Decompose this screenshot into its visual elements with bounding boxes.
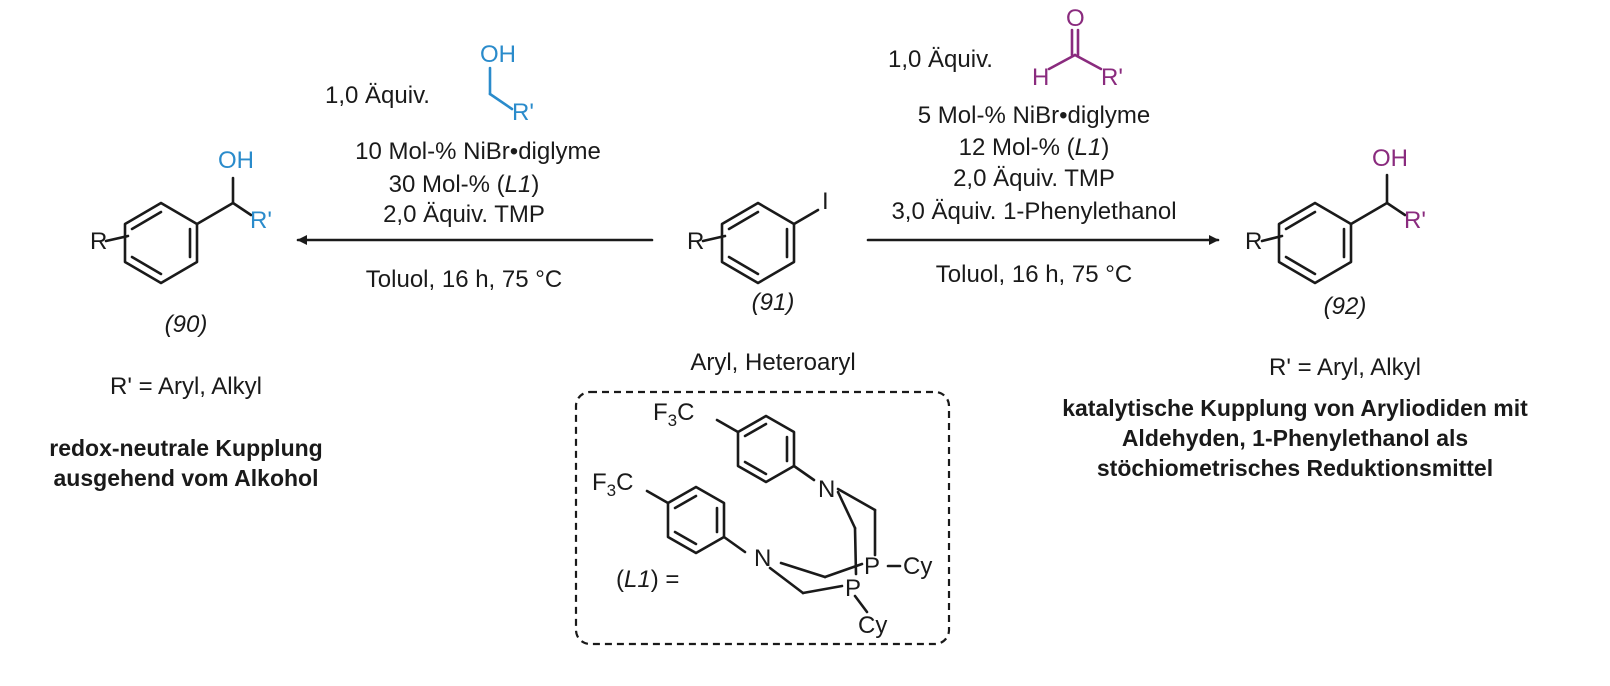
right-condition-reductant: 3,0 Äquiv. 1-Phenylethanol bbox=[891, 198, 1176, 225]
product-right-caption-3: stöchiometrisches Reduktionsmittel bbox=[1097, 455, 1493, 481]
ligand-label: (L1) = bbox=[616, 566, 679, 593]
left-reagent-r: R' bbox=[512, 99, 534, 126]
product-right-label: (92) bbox=[1324, 293, 1367, 320]
substrate-iodine: I bbox=[822, 188, 829, 215]
right-condition-catalyst: 5 Mol-% NiBr•diglyme bbox=[918, 102, 1150, 129]
substrate-scope: Aryl, Heteroaryl bbox=[690, 349, 855, 376]
right-condition-ligand: 12 Mol-% (L1) bbox=[959, 134, 1110, 161]
right-reagent-r: R' bbox=[1101, 64, 1123, 91]
left-equiv-label: 1,0 Äquiv. bbox=[325, 82, 430, 109]
product-left-label: (90) bbox=[165, 311, 208, 338]
left-reagent-oh: OH bbox=[480, 41, 516, 68]
left-solvent: Toluol, 16 h, 75 °C bbox=[366, 266, 562, 293]
ligand-p-lower: P bbox=[845, 575, 861, 602]
right-aldehyde-reagent: O H R' bbox=[1032, 5, 1123, 91]
ligand-structure: F3C F3C N N P P Cy Cy bbox=[592, 399, 932, 639]
product-left-caption-2: ausgehend vom Alkohol bbox=[54, 465, 319, 491]
product-right-oh: OH bbox=[1372, 145, 1408, 172]
product-left-scope: R' = Aryl, Alkyl bbox=[110, 373, 262, 400]
ligand-n-lower: N bbox=[754, 545, 771, 572]
ligand-cy-lower: Cy bbox=[858, 612, 887, 639]
product-right-caption-2: Aldehyden, 1-Phenylethanol als bbox=[1122, 425, 1468, 451]
product-left-r: R bbox=[90, 228, 107, 255]
right-solvent: Toluol, 16 h, 75 °C bbox=[936, 261, 1132, 288]
right-equiv-label: 1,0 Äquiv. bbox=[888, 46, 993, 73]
left-condition-base: 2,0 Äquiv. TMP bbox=[383, 201, 545, 228]
substrate-structure: R I bbox=[687, 188, 829, 285]
product-left-structure: R OH R' bbox=[90, 147, 272, 285]
right-condition-base: 2,0 Äquiv. TMP bbox=[953, 165, 1115, 192]
ligand-n-upper: N bbox=[818, 476, 835, 503]
substrate-r: R bbox=[687, 228, 704, 255]
product-right-caption-1: katalytische Kupplung von Aryliodiden mi… bbox=[1062, 395, 1528, 421]
product-left-r-prime: R' bbox=[250, 207, 272, 234]
ligand-cf3-upper: F3C bbox=[653, 399, 694, 430]
ligand-box bbox=[574, 390, 951, 646]
product-right-scope: R' = Aryl, Alkyl bbox=[1269, 354, 1421, 381]
product-right-r-prime: R' bbox=[1404, 207, 1426, 234]
substrate-label: (91) bbox=[752, 289, 795, 316]
product-right-r: R bbox=[1245, 228, 1262, 255]
ligand-p-upper: P bbox=[864, 553, 880, 580]
left-alcohol-reagent: OH R' bbox=[480, 41, 534, 126]
left-condition-catalyst: 10 Mol-% NiBr•diglyme bbox=[355, 138, 601, 165]
right-reagent-o: O bbox=[1066, 5, 1085, 32]
left-condition-ligand: 30 Mol-% (L1) bbox=[389, 171, 540, 198]
product-left-caption-1: redox-neutrale Kupplung bbox=[49, 435, 322, 461]
right-reagent-h: H bbox=[1032, 64, 1049, 91]
ligand-cf3-lower: F3C bbox=[592, 469, 633, 500]
product-right-structure: R OH R' bbox=[1245, 145, 1426, 285]
product-left-oh: OH bbox=[218, 147, 254, 174]
ligand-cy-upper: Cy bbox=[903, 553, 932, 580]
